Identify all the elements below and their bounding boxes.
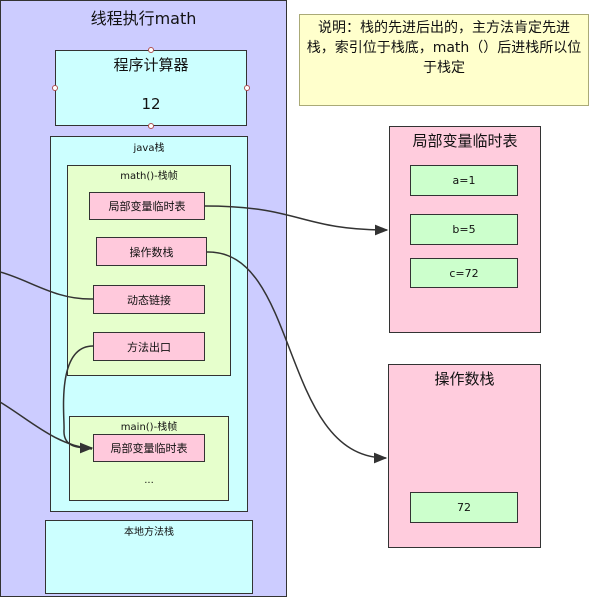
java-stack-title: java栈 — [133, 143, 165, 154]
program-counter: 程序计算器 12 — [55, 50, 247, 126]
resize-handle-top[interactable] — [148, 47, 154, 53]
local-var-b: b=5 — [410, 214, 518, 245]
operand-stack-title: 操作数栈 — [434, 370, 495, 388]
math-frame-title: math()-栈帧 — [120, 171, 178, 182]
program-counter-value: 12 — [141, 95, 161, 113]
native-method-stack-title: 本地方法栈 — [124, 527, 174, 538]
math-local-var-table: 局部变量临时表 — [89, 192, 205, 220]
math-dynamic-link: 动态链接 — [93, 285, 205, 314]
resize-handle-bottom[interactable] — [148, 123, 154, 129]
native-method-stack: 本地方法栈 — [45, 520, 253, 594]
note-text: 说明：栈的先进后出的，主方法肯定先进栈，索引位于栈底，math（）后进栈所以位于… — [306, 20, 582, 76]
operand-stack-value: 72 — [410, 492, 518, 523]
math-operand-stack: 操作数栈 — [96, 237, 207, 266]
resize-handle-left[interactable] — [52, 85, 58, 91]
local-var-a: a=1 — [410, 165, 518, 196]
note-box: 说明：栈的先进后出的，主方法肯定先进栈，索引位于栈底，math（）后进栈所以位于… — [299, 14, 589, 106]
local-var-table-title: 局部变量临时表 — [412, 132, 518, 150]
resize-handle-right[interactable] — [244, 85, 250, 91]
main-local-var-table: 局部变量临时表 — [93, 434, 205, 462]
math-method-exit: 方法出口 — [93, 332, 205, 361]
main-frame-title: main()-栈帧 — [120, 422, 178, 433]
thread-title: 线程执行math — [90, 9, 197, 28]
local-var-c: c=72 — [410, 258, 518, 288]
program-counter-title: 程序计算器 — [113, 56, 189, 74]
main-frame-more: ... — [144, 475, 154, 486]
